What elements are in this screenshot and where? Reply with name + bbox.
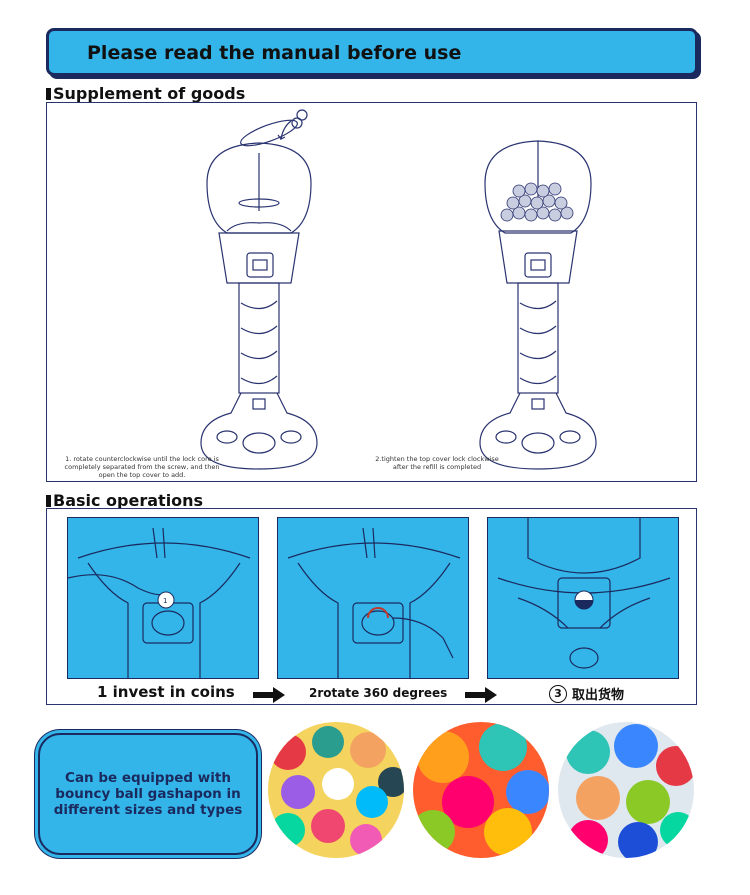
title-banner: Please read the manual before use: [46, 28, 698, 76]
supplement-section-heading: Supplement of goods: [46, 84, 245, 103]
bouncy-balls-photo: [268, 722, 404, 858]
coin-mark: 1: [163, 597, 167, 605]
operations-panel: 1 1 inv: [46, 508, 697, 705]
section-marker-icon: [46, 88, 51, 100]
step2-caption: 2.tighten the top cover lock clockwise a…: [375, 455, 499, 471]
toy-capsules-photo: [558, 722, 694, 858]
section-marker-icon: [46, 495, 51, 507]
step1-label: 1 invest in coins: [97, 683, 235, 701]
step1-caption: 1. rotate counterclockwise until the loc…: [64, 455, 220, 479]
supplement-illustration-panel: 1. rotate counterclockwise until the loc…: [46, 102, 697, 482]
arrow-right-icon: [465, 687, 497, 703]
step3-label: 3 取出货物: [549, 684, 624, 703]
equipment-text: Can be equipped with bouncy ball gashapo…: [53, 770, 243, 818]
page-title: Please read the manual before use: [87, 42, 462, 64]
arrow-right-icon: [253, 687, 285, 703]
operations-section-heading: Basic operations: [46, 491, 203, 510]
step2-illustration: [277, 517, 469, 679]
gumball-machine-illustration: [200, 109, 597, 470]
step-number-badge: 3: [549, 684, 567, 703]
step3-illustration: [487, 517, 679, 679]
capsule-balls-photo: [413, 722, 549, 858]
step2-label: 2rotate 360 degrees: [309, 686, 448, 700]
equipment-note: Can be equipped with bouncy ball gashapo…: [38, 733, 258, 855]
step1-illustration: 1: [67, 517, 259, 679]
